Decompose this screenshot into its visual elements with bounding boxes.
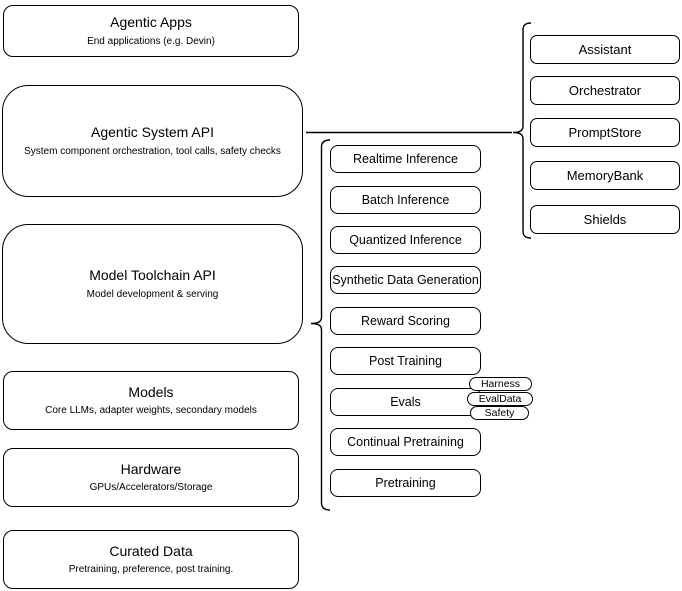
agentic-system-api-subtitle: System component orchestration, tool cal…	[24, 145, 281, 157]
hardware-title: Hardware	[120, 460, 182, 477]
system-component-orchestrator: Orchestrator	[530, 76, 680, 105]
toolchain-item-reward-scoring: Reward Scoring	[330, 307, 481, 335]
toolchain-item-label: Quantized Inference	[349, 233, 462, 247]
system-component-label: Assistant	[578, 42, 632, 57]
system-component-assistant: Assistant	[530, 35, 680, 64]
agentic-apps-subtitle: End applications (e.g. Devin)	[87, 35, 215, 47]
toolchain-item-label: Reward Scoring	[361, 314, 450, 328]
toolchain-item-post-training: Post Training	[330, 347, 481, 375]
eval-tag-label: EvalData	[478, 392, 522, 405]
box-model-toolchain-api: Model Toolchain API Model development & …	[2, 224, 303, 344]
box-agentic-system-api: Agentic System API System component orch…	[2, 85, 303, 197]
system-component-label: PromptStore	[568, 125, 642, 140]
toolchain-item-label: Synthetic Data Generation	[332, 273, 479, 287]
box-hardware: Hardware GPUs/Accelerators/Storage	[3, 448, 299, 507]
system-component-shields: Shields	[530, 205, 680, 234]
eval-tag-label: Safety	[484, 406, 515, 419]
box-models: Models Core LLMs, adapter weights, secon…	[3, 371, 299, 430]
model-toolchain-api-subtitle: Model development & serving	[86, 288, 219, 300]
toolchain-item-label: Realtime Inference	[353, 152, 458, 166]
toolchain-brace	[310, 139, 331, 511]
models-subtitle: Core LLMs, adapter weights, secondary mo…	[45, 405, 257, 417]
toolchain-item-continual-pretraining: Continual Pretraining	[330, 428, 481, 456]
system-component-memorybank: MemoryBank	[530, 161, 680, 190]
toolchain-item-label: Batch Inference	[361, 193, 450, 207]
agentic-apps-title: Agentic Apps	[110, 14, 192, 31]
models-title: Models	[128, 383, 174, 400]
hardware-subtitle: GPUs/Accelerators/Storage	[89, 482, 213, 494]
curated-data-title: Curated Data	[109, 542, 193, 559]
system-component-label: Orchestrator	[568, 83, 642, 98]
toolchain-item-realtime-inference: Realtime Inference	[330, 145, 481, 173]
box-curated-data: Curated Data Pretraining, preference, po…	[3, 530, 299, 589]
system-component-label: Shields	[583, 212, 627, 227]
box-agentic-apps: Agentic Apps End applications (e.g. Devi…	[3, 5, 299, 57]
toolchain-item-label: Evals	[390, 395, 421, 409]
toolchain-item-label: Continual Pretraining	[347, 435, 464, 449]
toolchain-item-label: Post Training	[369, 354, 442, 368]
agentic-system-api-title: Agentic System API	[91, 124, 214, 141]
curated-data-subtitle: Pretraining, preference, post training.	[68, 564, 234, 576]
system-component-label: MemoryBank	[566, 168, 644, 183]
eval-tag-safety: Safety	[470, 406, 529, 420]
toolchain-item-quantized-inference: Quantized Inference	[330, 226, 481, 254]
eval-tag-harness: Harness	[469, 377, 532, 391]
eval-tag-label: Harness	[480, 377, 521, 390]
toolchain-item-evals: Evals	[330, 388, 481, 416]
toolchain-item-label: Pretraining	[375, 476, 436, 490]
toolchain-item-pretraining: Pretraining	[330, 469, 481, 497]
toolchain-item-synthetic-data-generation: Synthetic Data Generation	[330, 266, 481, 294]
system-component-promptstore: PromptStore	[530, 118, 680, 147]
eval-tag-evaldata: EvalData	[467, 392, 533, 406]
system-components-brace	[512, 22, 532, 239]
toolchain-item-batch-inference: Batch Inference	[330, 186, 481, 214]
model-toolchain-api-title: Model Toolchain API	[89, 267, 216, 284]
